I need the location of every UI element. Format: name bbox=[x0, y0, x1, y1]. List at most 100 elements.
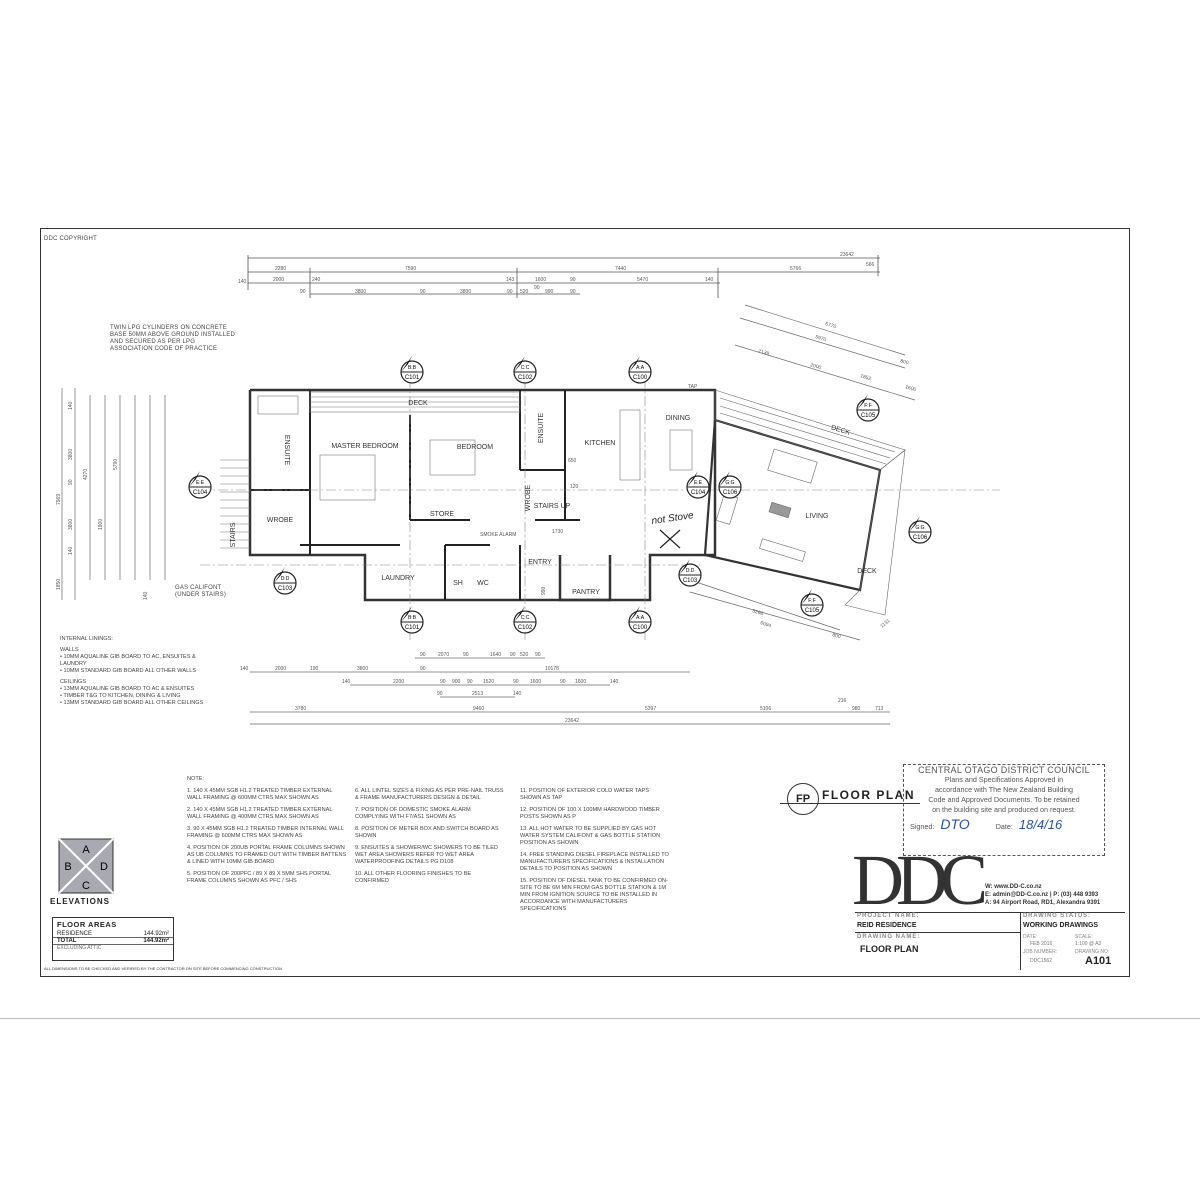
room-labels: MASTER BEDROOM ENSUITE WROBE DECK BEDROO… bbox=[230, 400, 877, 596]
dim: 1600 bbox=[904, 384, 917, 393]
dim: 2000 bbox=[809, 362, 822, 371]
drawing-number: A101 bbox=[1085, 955, 1112, 967]
stamp-council: CENTRAL OTAGO DISTRICT COUNCIL bbox=[918, 765, 1090, 775]
dim: 90 bbox=[507, 289, 513, 295]
dim: 713 bbox=[875, 706, 884, 712]
dim: 216 bbox=[838, 698, 847, 704]
note-item: 11. POSITION OF EXTERIOR COLD WATER TAPS… bbox=[520, 788, 649, 801]
dim: 10178 bbox=[545, 666, 559, 672]
section-sheet: C103 bbox=[278, 586, 293, 592]
bottom-dimensions: 90 2070 90 1640 90 520 90 140 2000 190 3… bbox=[240, 652, 884, 724]
note-item: 15. POSITION OF DIESEL TANK TO BE CONFIR… bbox=[520, 878, 668, 912]
dim: 1131 bbox=[879, 618, 891, 630]
drawing-status: WORKING DRAWINGS bbox=[1023, 922, 1099, 929]
note-item: 10. ALL OTHER FLOORING FINISHES TO BE CO… bbox=[355, 871, 472, 884]
dim: 1730 bbox=[552, 529, 563, 535]
note-item: 1. 140 X 45MM SGB H1.2 TREATED TIMBER EX… bbox=[187, 788, 333, 801]
dim: 1852 bbox=[859, 373, 872, 382]
section-arrow-icon bbox=[679, 559, 690, 575]
inner-dimensions: 650 120 1730 990 TAP SMOKE ALARM bbox=[480, 384, 698, 595]
dim: 240 bbox=[312, 277, 321, 283]
note-item: 12. POSITION OF 100 X 100MM HARDWOOD TIM… bbox=[520, 807, 660, 820]
dim: 520 bbox=[520, 289, 529, 295]
smoke-alarm-label: SMOKE ALARM bbox=[480, 532, 516, 538]
stamp-text: Code and Approved Documents. To be retai… bbox=[928, 795, 1080, 804]
external-walls bbox=[248, 388, 717, 602]
dim: 140 bbox=[610, 679, 619, 685]
room-label-ensuite: ENSUITE bbox=[538, 413, 545, 444]
section-arrow-icon bbox=[687, 471, 698, 487]
dim: 5790 bbox=[113, 459, 119, 470]
dim: 190 bbox=[310, 666, 319, 672]
dim: 140 bbox=[143, 591, 149, 600]
room-label-wrobe: WROBE bbox=[267, 517, 294, 524]
dim: 566 bbox=[866, 262, 875, 268]
section-marker: B:B C101 bbox=[400, 356, 424, 384]
room-label-stairs: STAIRS UP bbox=[534, 503, 571, 510]
section-id: B:B bbox=[408, 365, 417, 371]
dim: 1640 bbox=[490, 652, 501, 658]
lpg-callout: TWIN LPG CYLINDERS ON CONCRETE BASE 50MM… bbox=[110, 325, 235, 352]
dim: 90 bbox=[420, 666, 426, 672]
section-id: G:G bbox=[725, 480, 734, 486]
walls-item: • 10MM AQUALINE GIB BOARD TO AC, ENSUITE… bbox=[60, 654, 196, 667]
dining-table bbox=[669, 429, 693, 471]
dim: 140 bbox=[342, 679, 351, 685]
project-label: PROJECT NAME: bbox=[857, 913, 920, 919]
stamp-text: on the building site and produced on req… bbox=[932, 805, 1076, 814]
scan-edge-line bbox=[0, 1018, 1200, 1019]
room-label-entry: ENTRY bbox=[528, 559, 552, 566]
dim: 2513 bbox=[472, 691, 483, 697]
ceilings-item: • 13MM STANDARD GIB BOARD ALL OTHER CEIL… bbox=[60, 700, 204, 706]
project-name: REID RESIDENCE bbox=[857, 922, 917, 929]
stamp-text: accordance with The New Zealand Building bbox=[934, 785, 1074, 794]
room-label-stairs: STAIRS bbox=[230, 522, 237, 547]
notes-column-1: 1. 140 X 45MM SGB H1.2 TREATED TIMBER EX… bbox=[187, 788, 347, 885]
section-arrow-icon bbox=[909, 516, 920, 532]
section-id: E:E bbox=[196, 480, 205, 486]
dim: 9460 bbox=[473, 706, 484, 712]
section-marker: G:G C106 bbox=[718, 471, 742, 499]
dim: 1600 bbox=[530, 679, 541, 685]
section-sheet: C101 bbox=[405, 625, 420, 631]
section-arrow-icon bbox=[801, 589, 812, 605]
section-arrow-icon bbox=[514, 356, 525, 372]
room-label-master-bedroom: MASTER BEDROOM bbox=[331, 443, 398, 450]
dim: 120 bbox=[570, 484, 579, 490]
date-label: Date: bbox=[995, 822, 1013, 831]
dim: 6094 bbox=[759, 620, 772, 629]
handwritten-note: not Stove bbox=[651, 510, 695, 527]
dim: 5266 bbox=[751, 608, 764, 617]
dim: 2000 bbox=[273, 277, 284, 283]
kitchen-island bbox=[619, 409, 641, 481]
dim: 5766 bbox=[790, 266, 801, 272]
sofa bbox=[759, 538, 806, 562]
dim: 140 bbox=[513, 691, 522, 697]
bed bbox=[429, 439, 476, 476]
room-label-deck: DECK bbox=[857, 568, 877, 575]
section-sheet: C101 bbox=[405, 375, 420, 381]
section-arrow-icon bbox=[629, 606, 640, 622]
fireplace bbox=[768, 501, 792, 519]
stamp-date: 18/4/16 bbox=[1018, 817, 1063, 832]
dim: 5470 bbox=[637, 277, 648, 283]
notes-title: NOTE: bbox=[187, 776, 205, 782]
section-sheet: C106 bbox=[723, 490, 738, 496]
copyright-label: DDC COPYRIGHT bbox=[44, 236, 97, 242]
section-arrow-icon bbox=[719, 471, 730, 487]
floor-plan: 23642 2280 7590 7440 5766 566 140 2000 2… bbox=[56, 252, 1000, 725]
angled-dimensions: 6770 5970 2139 2000 1852 1600 800 5266 6… bbox=[751, 321, 917, 640]
dim: 3800 bbox=[68, 449, 74, 460]
dim: 3780 bbox=[295, 706, 306, 712]
dim: 90 bbox=[467, 679, 473, 685]
dim: 3800 bbox=[357, 666, 368, 672]
ceilings-title: CEILINGS bbox=[60, 679, 87, 685]
dim: 990 bbox=[545, 289, 554, 295]
company-address: A: 94 Airport Road, RD1, Alexandra 9391 bbox=[985, 900, 1101, 906]
